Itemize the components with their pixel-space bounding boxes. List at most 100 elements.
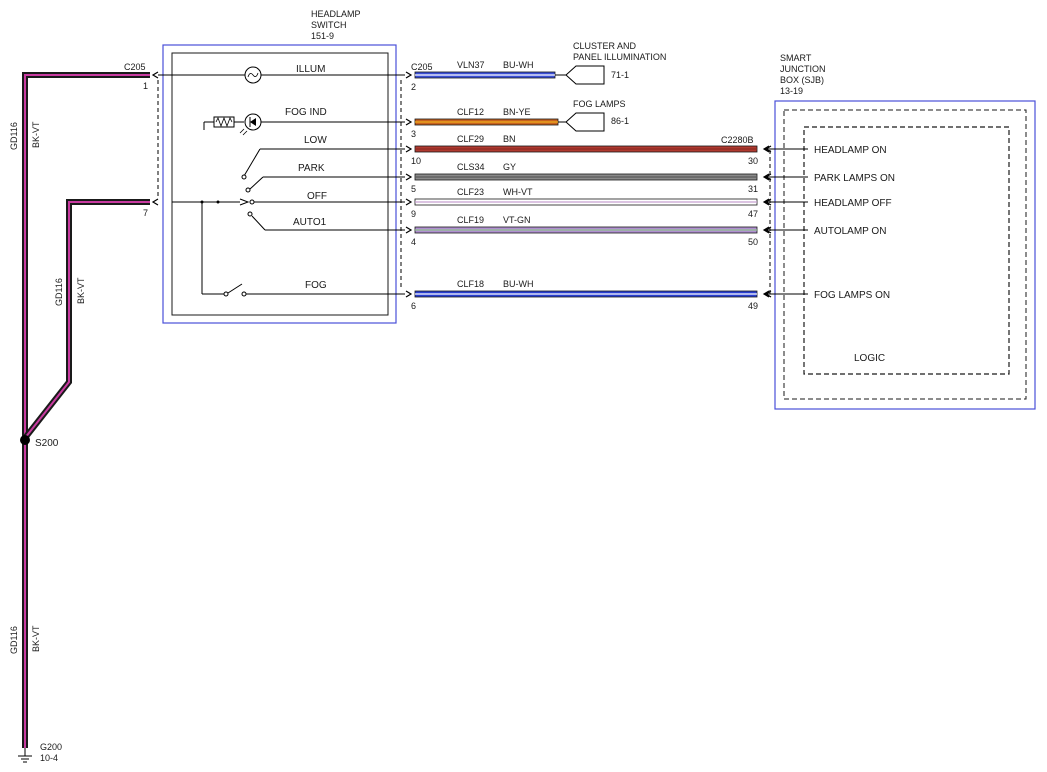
circuit-code-clf18: CLF18 (457, 279, 484, 289)
svg-text:CLUSTER AND: CLUSTER AND (573, 41, 637, 51)
wire-arrow-left-clf19 (405, 226, 413, 234)
pin-right-clf19: 50 (748, 237, 758, 247)
ground-point-ref: 10-4 (40, 753, 58, 763)
svg-text:13-19: 13-19 (780, 86, 803, 96)
fog-switch-icon (201, 202, 405, 297)
pin-left-vln37: 2 (411, 82, 416, 92)
wire-arrow-right-cls34 (762, 173, 770, 181)
svg-text:FOG LAMPS: FOG LAMPS (573, 99, 626, 109)
wire-arrow-right-clf29 (762, 145, 770, 153)
color-code-vln37: BU-WH (503, 60, 534, 70)
sjb-logic-label: LOGIC (854, 353, 885, 364)
color-code-cls34: GY (503, 162, 516, 172)
sjb-connector-label: C2280B (721, 135, 754, 145)
wire-arrow-right-clf23 (762, 198, 770, 206)
sjb-input-label-4: FOG LAMPS ON (814, 290, 890, 301)
sjb-inner (783, 109, 1027, 400)
led-indicator-icon (239, 113, 262, 136)
sjb-input-arrow-0 (764, 145, 772, 153)
sjb-input-label-2: HEADLAMP OFF (814, 198, 892, 209)
color-code-clf12: BN-YE (503, 107, 531, 117)
right-switch-connector-label: C205 (411, 62, 433, 72)
pin-left-cls34: 5 (411, 184, 416, 194)
rotary-switch-icon (172, 148, 405, 231)
circuit-code-clf12: CLF12 (457, 107, 484, 117)
circuit-code-clf19: CLF19 (457, 215, 484, 225)
splice-s200-dot (20, 435, 30, 445)
sjb-input-arrow-2 (764, 198, 772, 206)
wire-arrow-left-clf23 (405, 198, 413, 206)
pin-7-label: 7 (143, 208, 148, 218)
color-code-clf29: BN (503, 134, 516, 144)
svg-text:PANEL ILLUMINATION: PANEL ILLUMINATION (573, 52, 666, 62)
pin-left-clf12: 3 (411, 129, 416, 139)
circuit-code-cls34: CLS34 (457, 162, 485, 172)
ground-point-label: G200 (40, 742, 62, 752)
ground-wire-code-mid: GD116 (54, 278, 64, 306)
sjb-logic-box (803, 126, 1010, 375)
circuit-code-clf23: CLF23 (457, 187, 484, 197)
pin-left-clf18: 6 (411, 301, 416, 311)
resistor-icon (213, 116, 235, 128)
cluster-destination: CLUSTER AND PANEL ILLUMINATION 71-1 (565, 41, 666, 85)
pin-right-cls34: 31 (748, 184, 758, 194)
svg-text:151-9: 151-9 (311, 31, 334, 41)
svg-text:86-1: 86-1 (611, 116, 629, 126)
ground-wire-branch (22, 199, 150, 440)
sjb-input-label-3: AUTOLAMP ON (814, 226, 886, 237)
svg-text:HEADLAMP: HEADLAMP (311, 9, 361, 19)
pin-left-clf19: 4 (411, 237, 416, 247)
ground-wire-code-top: GD116 (9, 122, 19, 150)
fog-label: FOG (305, 280, 327, 291)
illum-label: ILLUM (296, 64, 325, 75)
headlamp-switch-inner (171, 52, 389, 316)
ground-wire-main (22, 72, 150, 748)
ground-wire-color-mid: BK-VT (76, 277, 86, 304)
pin-1-label: 1 (143, 81, 148, 91)
ground-wire-code-bot: GD116 (9, 626, 19, 654)
fog-ind-label: FOG IND (285, 107, 327, 118)
low-label: LOW (304, 135, 327, 146)
wire-arrow-left-cls34 (405, 173, 413, 181)
svg-text:71-1: 71-1 (611, 70, 629, 80)
fog-lamps-destination: FOG LAMPS 86-1 (565, 99, 629, 132)
circuit-code-clf29: CLF29 (457, 134, 484, 144)
sjb-box (774, 100, 1036, 410)
wire-arrow-left-clf29 (405, 145, 413, 153)
sjb-input-arrow-1 (764, 173, 772, 181)
wire-arrow-left-clf12 (405, 118, 413, 126)
connector-arrow-1 (151, 71, 159, 79)
color-code-clf23: WH-VT (503, 187, 533, 197)
sjb-input-label-1: PARK LAMPS ON (814, 173, 895, 184)
sjb-title: SMART JUNCTION BOX (SJB) 13-19 (780, 53, 826, 96)
off-label: OFF (307, 191, 327, 202)
color-code-clf19: VT-GN (503, 215, 531, 225)
pin-left-clf23: 9 (411, 209, 416, 219)
sjb-input-arrow-4 (764, 290, 772, 298)
svg-text:SMART: SMART (780, 53, 812, 63)
svg-text:BOX (SJB): BOX (SJB) (780, 75, 824, 85)
circuit-code-vln37: VLN37 (457, 60, 485, 70)
park-label: PARK (298, 163, 325, 174)
left-connector-label: C205 (124, 62, 146, 72)
color-code-clf18: BU-WH (503, 279, 534, 289)
ground-wire-color-bot: BK-VT (31, 625, 41, 652)
headlamp-switch-title: HEADLAMP SWITCH 151-9 (311, 9, 361, 41)
sjb-inputs: HEADLAMP ON PARK LAMPS ON HEADLAMP OFF AUTO… (764, 145, 895, 301)
svg-text:SWITCH: SWITCH (311, 20, 347, 30)
sjb-input-label-0: HEADLAMP ON (814, 145, 887, 156)
pin-left-clf29: 10 (411, 156, 421, 166)
pin-right-clf23: 47 (748, 209, 758, 219)
pin-right-clf29: 30 (748, 156, 758, 166)
wire-arrow-left-clf18 (405, 290, 413, 298)
splice-label: S200 (35, 438, 59, 449)
ground-symbol-icon (18, 748, 32, 763)
wire-arrow-left-vln37 (405, 71, 413, 79)
ground-wire-color-top: BK-VT (31, 121, 41, 148)
headlamp-switch-box (162, 44, 397, 324)
wire-arrow-right-clf19 (762, 226, 770, 234)
wire-arrow-right-clf18 (762, 290, 770, 298)
sjb-input-arrow-3 (764, 226, 772, 234)
